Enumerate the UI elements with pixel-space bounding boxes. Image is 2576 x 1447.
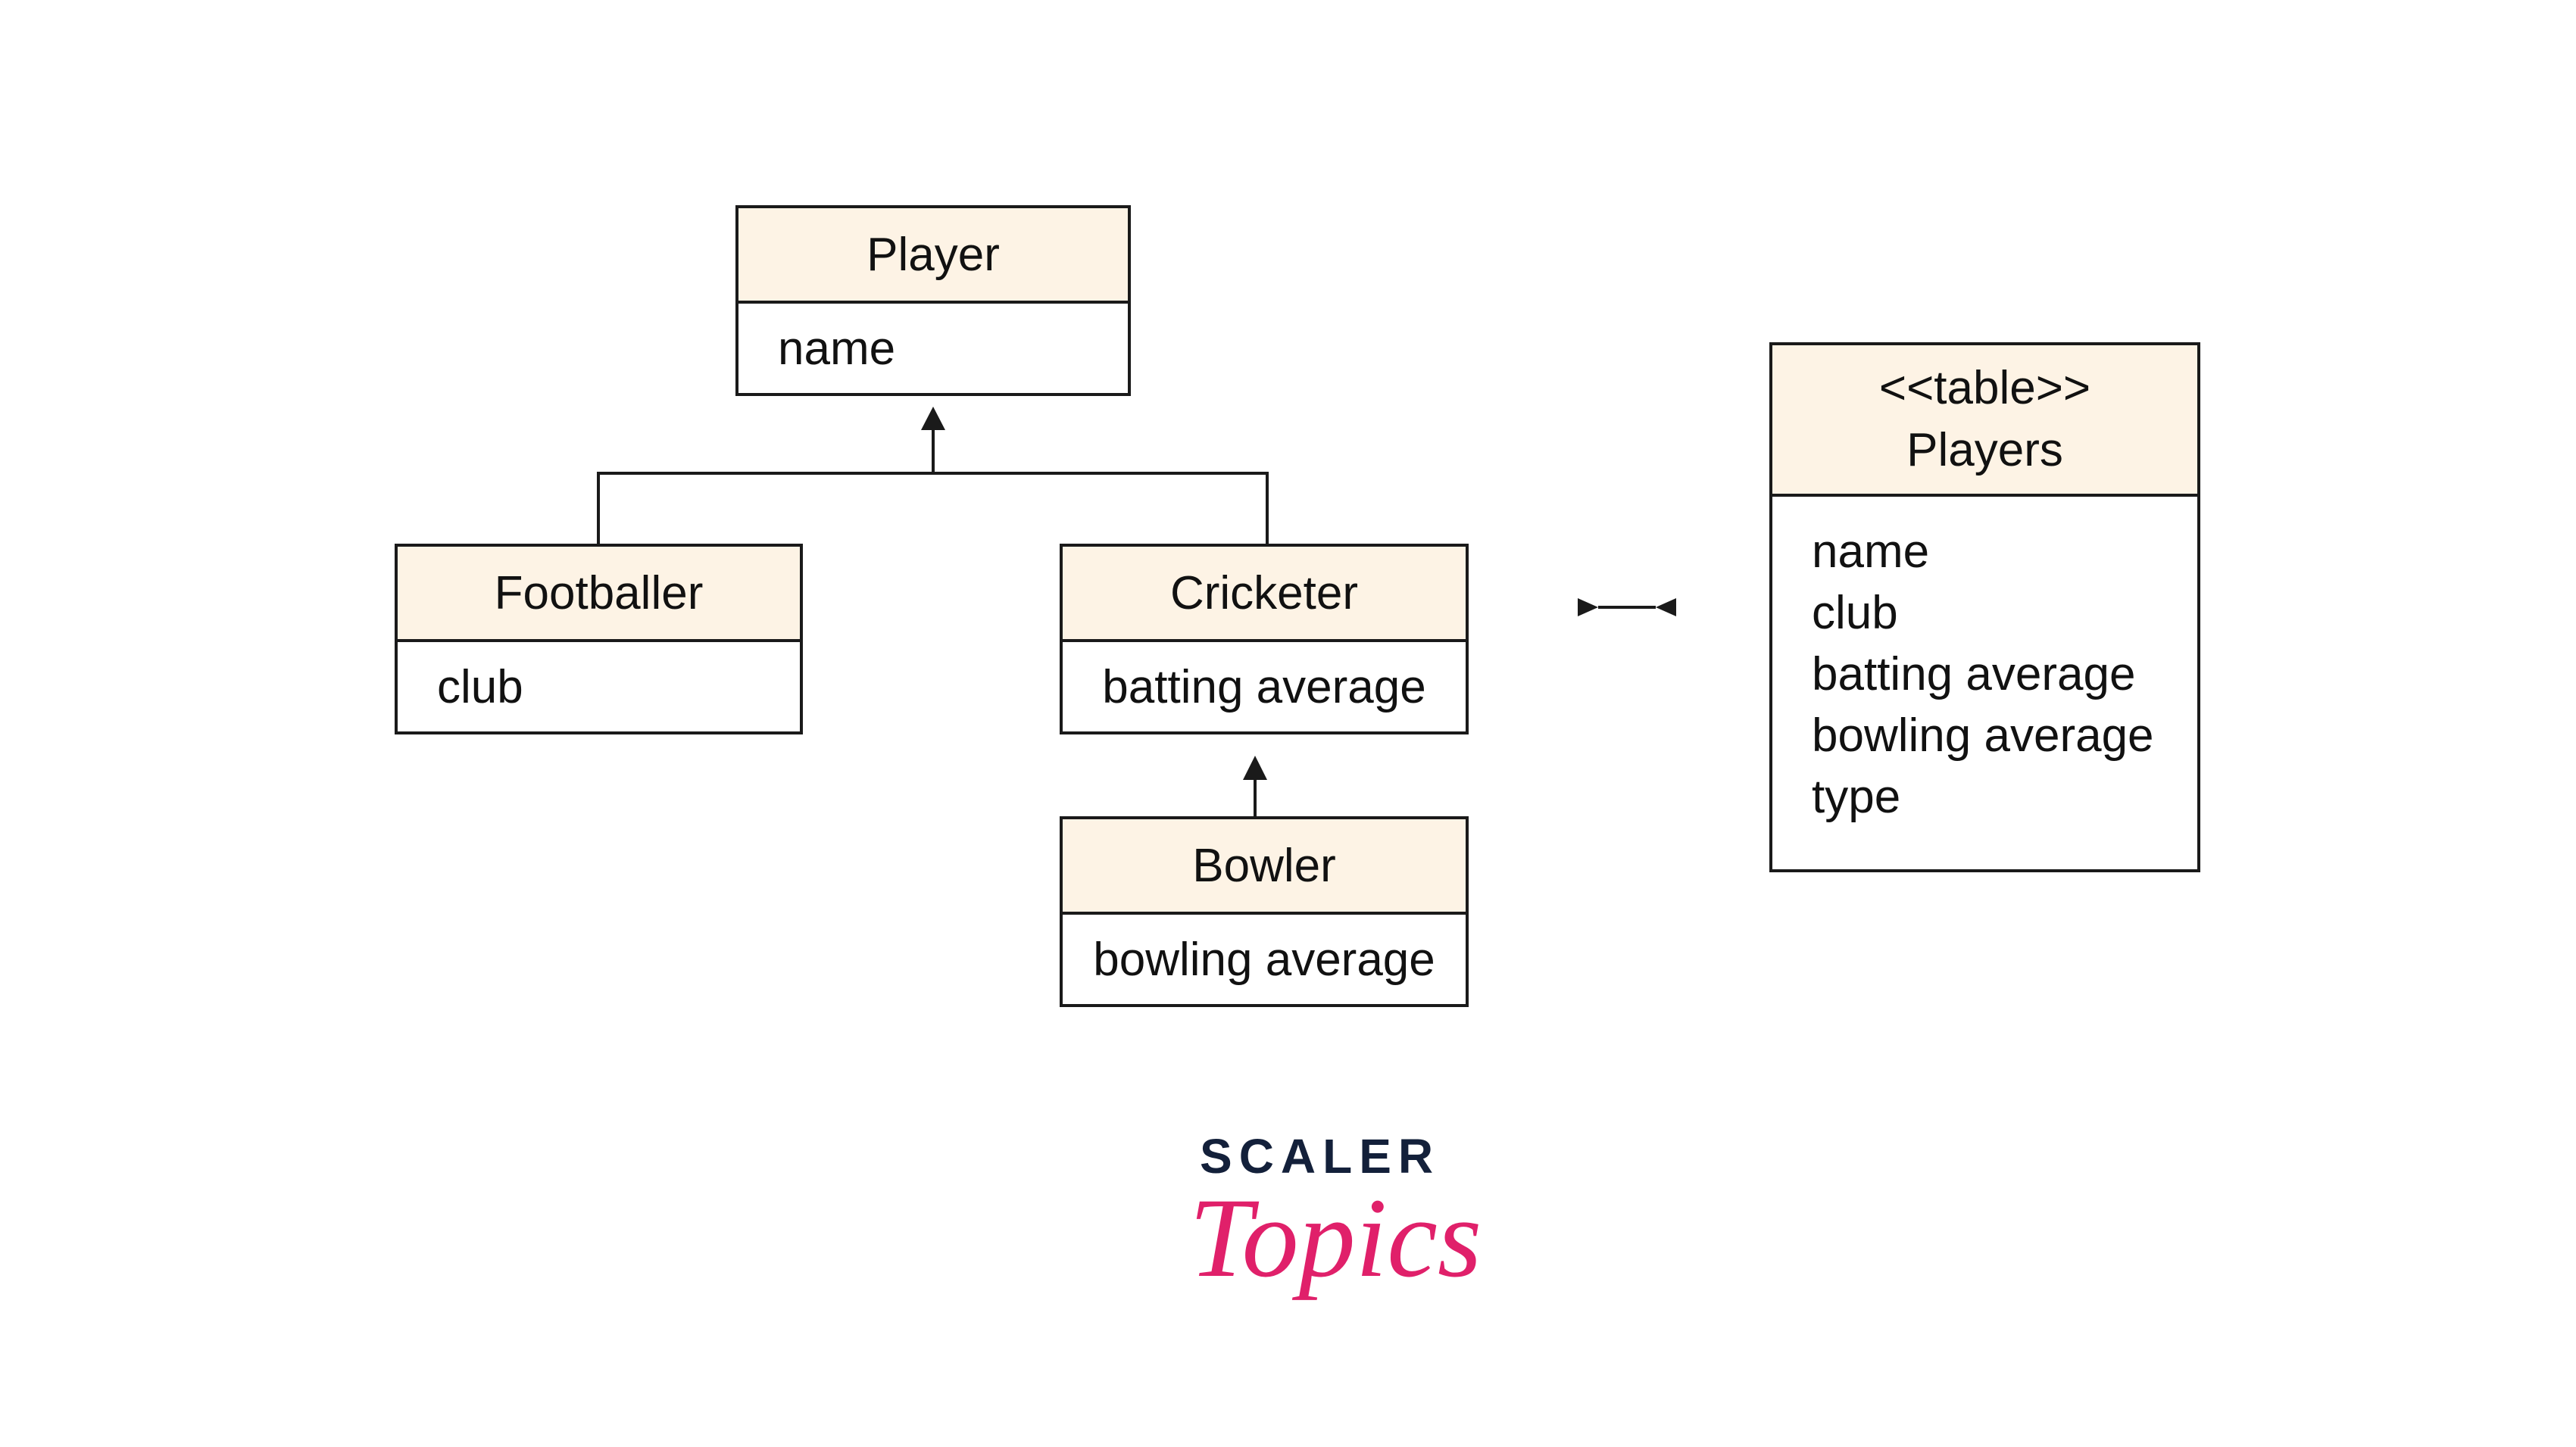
logo-wordmark: SCALER xyxy=(1200,1129,1441,1183)
class-player-attributes: name xyxy=(738,304,1128,393)
table-players: <<table>> Players name club batting aver… xyxy=(1769,342,2200,872)
class-bowler: Bowler bowling average xyxy=(1060,816,1469,1007)
table-column: bowling average xyxy=(1812,709,2154,762)
attribute-name: name xyxy=(778,322,896,375)
class-footballer-attributes: club xyxy=(398,642,800,731)
table-column: name xyxy=(1812,525,1930,578)
table-title: Players xyxy=(1906,424,2063,476)
generalization-player xyxy=(597,428,1269,544)
attribute-batting-average: batting average xyxy=(1102,660,1426,713)
class-player-title: Player xyxy=(738,208,1128,304)
logo-script: Topics xyxy=(1189,1175,1482,1301)
class-cricketer-attributes: batting average xyxy=(1063,642,1466,731)
mapping-arrowhead-left xyxy=(1578,598,1598,616)
table-column: batting average xyxy=(1812,648,2136,700)
table-column: type xyxy=(1812,771,1901,823)
table-stereotype: <<table>> xyxy=(1878,362,2091,414)
table-players-header: <<table>> Players xyxy=(1772,345,2197,497)
player-inheritance-arrowhead xyxy=(921,407,945,430)
mapping-arrowhead-right xyxy=(1656,598,1676,616)
attribute-club: club xyxy=(437,660,523,713)
table-players-columns: name club batting average bowling averag… xyxy=(1772,497,2197,869)
class-cricketer-title: Cricketer xyxy=(1063,547,1466,642)
class-bowler-title: Bowler xyxy=(1063,819,1466,915)
attribute-bowling-average: bowling average xyxy=(1093,933,1435,986)
class-bowler-attributes: bowling average xyxy=(1063,915,1466,1004)
footballer-inherits-player-line xyxy=(597,472,1269,544)
class-cricketer: Cricketer batting average xyxy=(1060,544,1469,734)
mapping-double-arrow xyxy=(1578,598,1676,616)
table-column: club xyxy=(1812,587,1898,639)
class-footballer: Footballer club xyxy=(395,544,803,734)
class-player: Player name xyxy=(735,205,1131,396)
class-footballer-title: Footballer xyxy=(398,547,800,642)
cricketer-inheritance-arrowhead xyxy=(1243,756,1267,780)
scaler-topics-logo: SCALER Topics xyxy=(1166,1128,1482,1333)
